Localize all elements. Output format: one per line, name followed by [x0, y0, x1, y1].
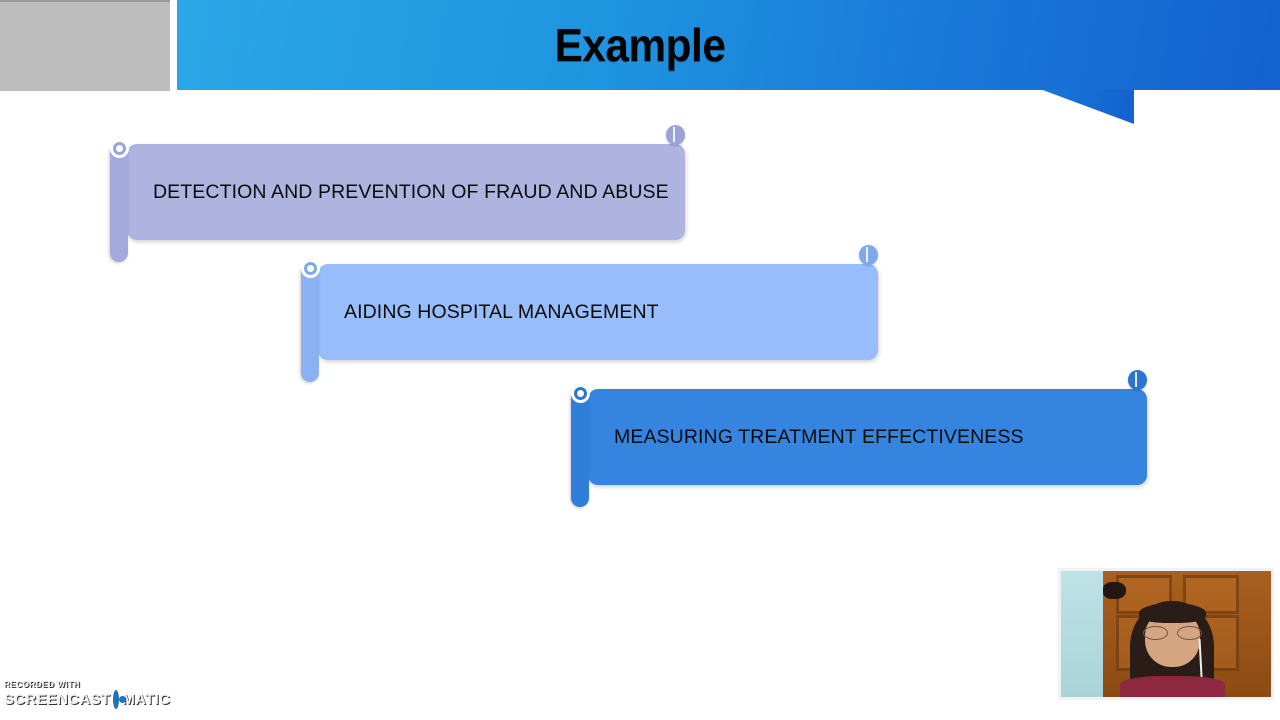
- scroll-spine-2: [301, 264, 319, 382]
- screencast-o-matic-logo-icon: [113, 690, 127, 709]
- scroll-item-1: DETECTION AND PREVENTION OF FRAUD AND AB…: [105, 125, 685, 262]
- webcam-person-shirt: [1119, 675, 1225, 697]
- webcam-person-bangs: [1138, 602, 1206, 623]
- scroll-label-1: DETECTION AND PREVENTION OF FRAUD AND AB…: [153, 180, 669, 203]
- glasses-icon: [1142, 626, 1202, 641]
- slide-header-banner: Example: [0, 0, 1280, 124]
- webcam-wall: [1061, 571, 1103, 697]
- scroll-curl-left-icon: [110, 139, 129, 158]
- scroll-curl-right-icon: [859, 245, 878, 265]
- scroll-body-3: [588, 370, 1147, 485]
- glasses-lens-left: [1142, 626, 1168, 641]
- header-gray-block: [0, 0, 170, 91]
- scroll-item-2: AIDING HOSPITAL MANAGEMENT: [296, 245, 878, 382]
- watermark-word-screencast: SCREENCAST: [4, 691, 111, 708]
- scroll-spine-3: [571, 389, 589, 507]
- scroll-curl-right-icon: [666, 125, 685, 145]
- webcam-door-knob: [1103, 582, 1127, 599]
- scroll-curl-left-icon: [301, 259, 320, 278]
- header-blue-band: [177, 0, 1280, 90]
- page-title: Example: [554, 19, 726, 71]
- glasses-lens-right: [1177, 626, 1202, 641]
- scroll-body-2: [318, 245, 878, 360]
- presenter-webcam-overlay[interactable]: [1058, 568, 1274, 700]
- watermark-word-matic: MATIC: [122, 691, 171, 708]
- scroll-label-2: AIDING HOSPITAL MANAGEMENT: [344, 300, 659, 323]
- watermark-brand-row: SCREENCAST MATIC: [4, 690, 170, 709]
- scroll-label-3: MEASURING TREATMENT EFFECTIVENESS: [614, 425, 1024, 448]
- watermark-recorded-with-label: RECORDED WITH: [4, 680, 81, 689]
- screencast-o-matic-watermark: RECORDED WITH SCREENCAST MATIC: [4, 680, 170, 714]
- scroll-curl-left-icon: [571, 384, 590, 403]
- scroll-body-1: [127, 125, 685, 240]
- header-banner-tail: [1040, 89, 1134, 124]
- scroll-item-3: MEASURING TREATMENT EFFECTIVENESS: [566, 370, 1147, 507]
- scroll-spine-1: [110, 144, 128, 262]
- scroll-curl-right-icon: [1128, 370, 1147, 390]
